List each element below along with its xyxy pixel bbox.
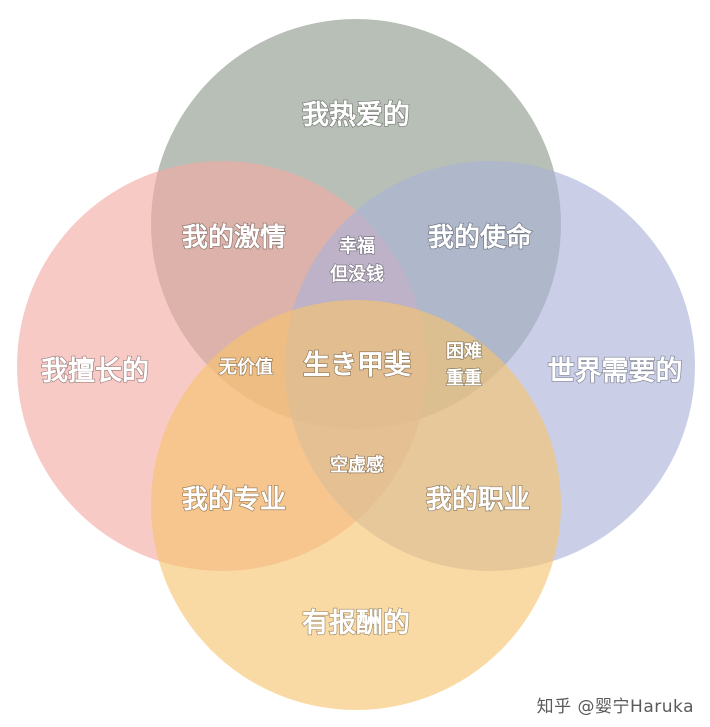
label-bottom: 有报酬的: [302, 607, 410, 639]
label-worthless: 无价值: [219, 356, 273, 378]
label-difficult-2: 重重: [446, 367, 482, 389]
label-left: 我擅长的: [41, 355, 149, 387]
label-right: 世界需要的: [548, 355, 683, 387]
label-ikigai: 生き甲斐: [303, 350, 411, 381]
label-profession: 我的专业: [182, 484, 286, 515]
label-emptiness: 空虚感: [330, 454, 384, 476]
label-vocation: 我的职业: [426, 484, 530, 515]
label-top: 我热爱的: [302, 99, 410, 131]
label-passion: 我的激情: [182, 222, 286, 253]
label-happy-but-poor-2: 但没钱: [329, 263, 384, 285]
circle-bottom: [151, 300, 561, 710]
watermark: 知乎 @婴宁Haruka: [536, 697, 694, 717]
label-difficult-1: 困难: [446, 340, 482, 362]
label-happy-but-poor-1: 幸福: [339, 235, 375, 257]
label-mission: 我的使命: [428, 222, 533, 253]
